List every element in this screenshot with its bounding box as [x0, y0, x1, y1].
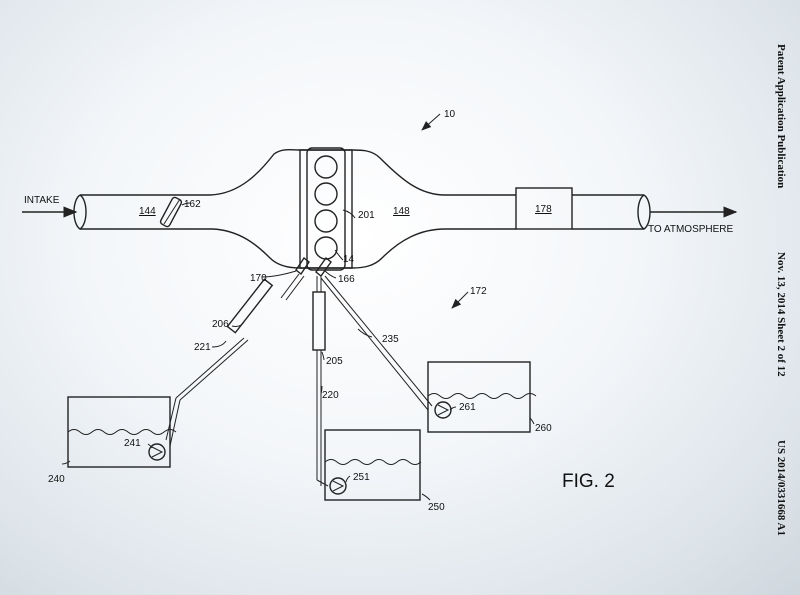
ref-235: 235	[382, 334, 399, 345]
ref-240: 240	[48, 474, 65, 485]
cylinder-1	[314, 155, 338, 179]
fuel-tank-right	[427, 361, 537, 433]
ref-241: 241	[124, 438, 141, 449]
injector-left	[295, 256, 310, 276]
ref-170: 170	[250, 273, 267, 284]
ref-14: 14	[343, 254, 355, 265]
exhaust-label: TO ATMOSPHERE	[648, 224, 734, 235]
ref-201: 201	[358, 210, 375, 221]
ref-205: 205	[326, 356, 343, 367]
ref-148: 148	[393, 206, 410, 217]
ref-206: 206	[212, 319, 229, 330]
ref-260: 260	[535, 423, 552, 434]
engine-block	[299, 147, 353, 271]
fuel-tank-left	[67, 396, 177, 468]
header-publication: Patent Application Publication	[775, 44, 787, 189]
fuel-filter-left	[226, 278, 274, 334]
header-date-sheet: Nov. 13, 2014 Sheet 2 of 12	[775, 252, 787, 377]
cylinder-2	[314, 182, 338, 206]
passage-bottom-outline	[80, 228, 644, 269]
cylinder-3	[314, 209, 338, 233]
ref-250: 250	[428, 502, 445, 513]
injector-right	[315, 256, 332, 278]
intake-label: INTAKE	[24, 195, 60, 206]
ref-144: 144	[139, 206, 156, 217]
ref-162: 162	[184, 199, 201, 210]
emission-device-box	[515, 187, 573, 230]
pump-left-icon	[148, 443, 166, 461]
fuel-filter-mid	[312, 291, 326, 351]
ref-261: 261	[459, 402, 476, 413]
ref-10-arrow	[421, 113, 441, 131]
air-passage	[73, 148, 651, 269]
exhaust-open-end	[637, 194, 651, 230]
figure-caption: FIG. 2	[562, 471, 615, 492]
pump-mid-icon	[329, 477, 347, 495]
intake-open-end	[73, 194, 87, 230]
ref-178: 178	[535, 204, 552, 215]
ref-251: 251	[353, 472, 370, 483]
ref-172-arrow	[451, 291, 469, 309]
ref-172: 172	[470, 286, 487, 297]
ref-166: 166	[338, 274, 355, 285]
throttle-valve	[159, 196, 183, 228]
ref-221: 221	[194, 342, 211, 353]
cylinder-4	[314, 236, 338, 260]
pump-right-icon	[434, 401, 452, 419]
ref-220: 220	[322, 390, 339, 401]
fuel-tank-mid	[324, 429, 422, 501]
leader-lines	[61, 202, 535, 501]
fuel-lines	[165, 273, 433, 487]
ref-10: 10	[444, 109, 456, 120]
header-patent-number: US 2014/0331668 A1	[775, 440, 787, 536]
